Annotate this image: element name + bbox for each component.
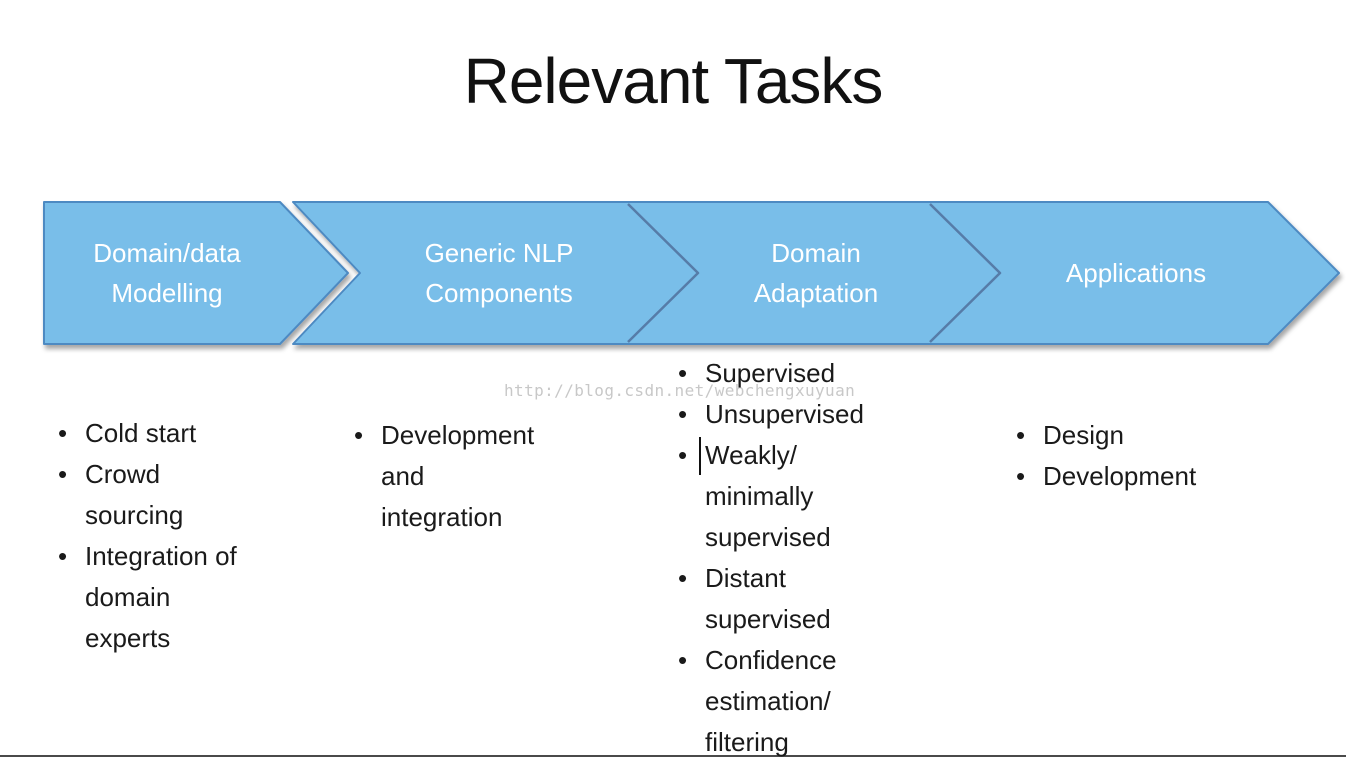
bullet-item: Development and integration [354, 415, 551, 538]
bullet-dot [678, 558, 705, 599]
bullet-dot [354, 415, 381, 456]
chevron-steps-2-4-shape [292, 201, 1340, 345]
step-label-generic-nlp-components: Generic NLP Components [424, 238, 574, 308]
bullet-text: Design [1043, 420, 1124, 450]
chevron-step-1-shape [43, 201, 349, 345]
bullet-list-generic-nlp-components: Development and integration [354, 415, 551, 538]
bullet-list-domain-data-modelling: Cold start Crowd sourcing Integration of… [58, 413, 250, 659]
bullet-dot [1016, 415, 1043, 456]
bullet-item: Weakly/ minimally supervised [678, 435, 870, 558]
bullet-text: Supervised [705, 358, 836, 388]
bullet-item: Cold start [58, 413, 250, 454]
bullet-item: Crowd sourcing [58, 454, 250, 536]
bullet-text: Weakly/ minimally supervised [705, 440, 831, 552]
bullet-dot [1016, 456, 1043, 497]
bullet-dot [678, 640, 705, 681]
bullet-dot [58, 413, 85, 454]
step-label-domain-adaptation: Domain Adaptation [753, 238, 879, 308]
step-label-domain-data-modelling: Domain/data Modelling [93, 238, 241, 308]
bullet-list-domain-adaptation: Supervised Unsupervised Weakly/ minimall… [678, 353, 870, 761]
bullet-dot [678, 353, 705, 394]
bullet-text: Cold start [85, 418, 197, 448]
slide-title: Relevant Tasks [463, 45, 884, 117]
bullet-text: Crowd sourcing [85, 459, 184, 530]
step-label-applications: Applications [1065, 258, 1207, 288]
chevron-divider-1 [627, 203, 700, 343]
bullet-item: Unsupervised [678, 394, 870, 435]
bullet-text: Distant supervised [705, 563, 831, 634]
bullet-dot [58, 454, 85, 495]
bullet-item: Confidence estimation/ filtering [678, 640, 870, 761]
bullet-item: Distant supervised [678, 558, 870, 640]
text-cursor [699, 437, 701, 475]
bullet-item: Development [1016, 456, 1283, 497]
bullet-item: Integration of domain experts [58, 536, 250, 659]
bullet-dot [58, 536, 85, 577]
chevron-divider-2 [929, 203, 1002, 343]
bullet-text: Development and integration [381, 420, 535, 532]
bullet-item: Design [1016, 415, 1283, 456]
bullet-text: Integration of domain experts [85, 541, 237, 653]
bullet-text: Development [1043, 461, 1197, 491]
bullet-text: Unsupervised [705, 399, 864, 429]
bullet-list-applications: Design Development [1016, 415, 1283, 497]
bullet-dot [678, 394, 705, 435]
bullet-item: Supervised [678, 353, 870, 394]
bullet-text: Confidence estimation/ filtering [705, 645, 837, 757]
bottom-rule [0, 755, 1346, 757]
